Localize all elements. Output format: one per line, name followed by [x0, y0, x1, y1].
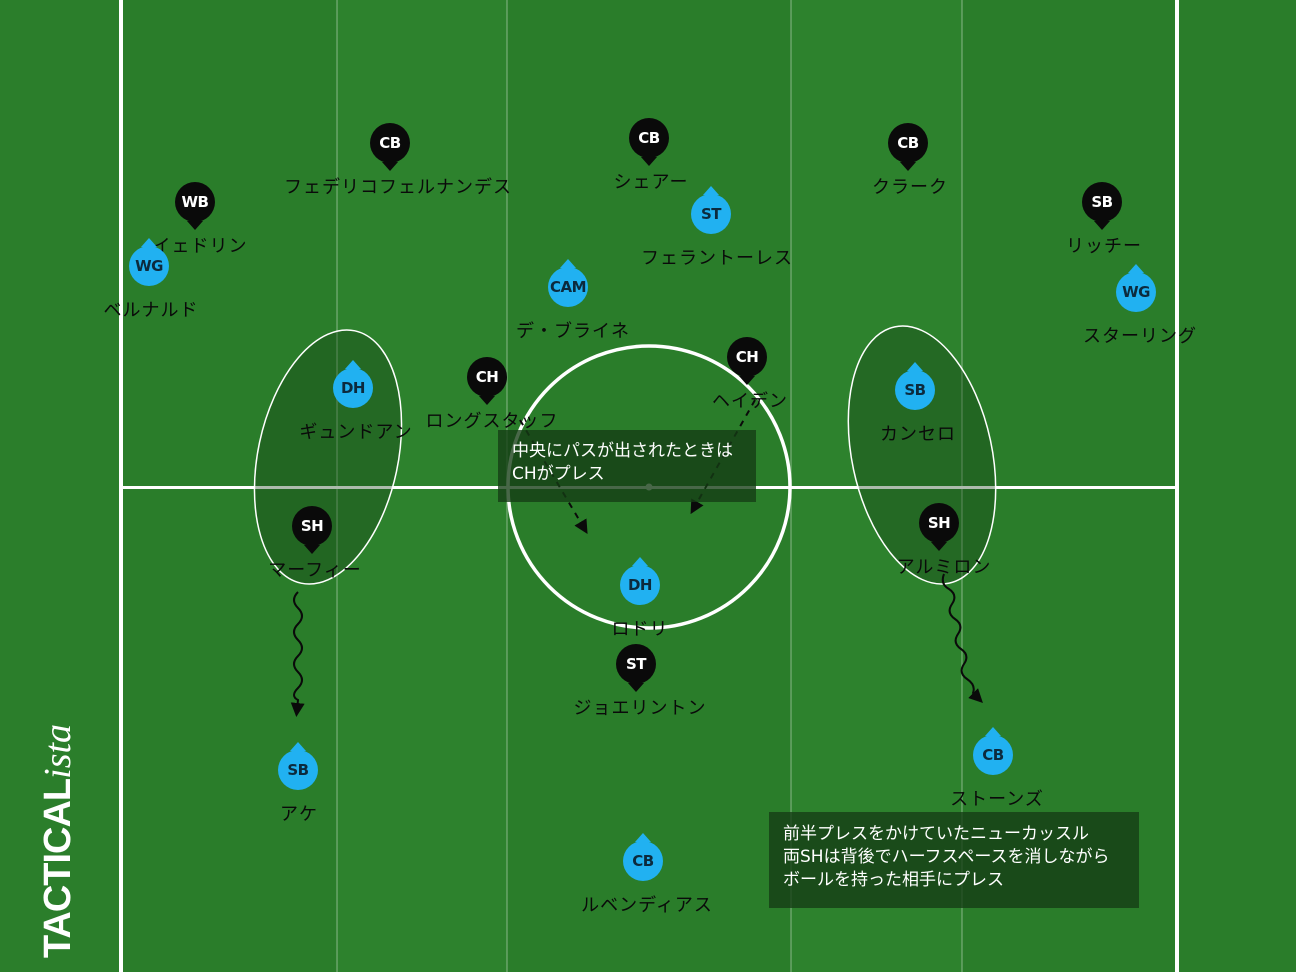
note-line: 中央にパスが出されたときは: [512, 441, 733, 461]
position-badge: CB: [629, 118, 669, 166]
player-name: ベルナルド: [103, 300, 199, 321]
position-badge: CAM: [548, 259, 588, 307]
touchline-right: [1175, 0, 1179, 972]
position-badge: CB: [370, 123, 410, 171]
position-badge: DH: [333, 360, 373, 408]
note-line: CHがプレス: [512, 464, 605, 484]
position-badge: CB: [888, 123, 928, 171]
note-line: 両SHは背後でハーフスペースを消しながら: [783, 847, 1110, 867]
player-name: ロドリ: [611, 619, 669, 640]
player-name: リッチー: [1066, 236, 1142, 257]
position-badge: WB: [175, 182, 215, 230]
position-badge: ST: [616, 644, 656, 692]
player-name: ロングスタッフ: [425, 411, 559, 432]
position-badge: CB: [973, 727, 1013, 775]
player-name: フェラントーレス: [641, 248, 793, 269]
player-name: シェアー: [613, 172, 689, 193]
pitch-stripe: [0, 0, 120, 972]
note-line: ボールを持った相手にプレス: [783, 870, 1004, 890]
position-badge: CB: [623, 833, 663, 881]
brand-part-2: ista: [37, 723, 79, 779]
position-badge: ST: [691, 186, 731, 234]
position-badge: CH: [727, 337, 767, 385]
note-summary: 前半プレスをかけていたニューカッスル 両SHは背後でハーフスペースを消しながら …: [769, 812, 1139, 908]
player-name: ルベンディアス: [581, 895, 713, 916]
player-name: カンセロ: [880, 424, 956, 445]
player-name: スターリング: [1083, 326, 1197, 347]
player-name: クラーク: [872, 177, 948, 198]
note-center-press: 中央にパスが出されたときは CHがプレス: [498, 430, 756, 502]
position-badge: SB: [895, 362, 935, 410]
player-name: アルミロン: [896, 557, 992, 578]
player-name: ヘイデン: [712, 391, 788, 412]
player-name: フェデリコフェルナンデス: [284, 177, 512, 198]
position-badge: SB: [1082, 182, 1122, 230]
player-name: ジョエリントン: [573, 698, 707, 719]
position-badge: CH: [467, 357, 507, 405]
player-name: ギュンドアン: [299, 422, 413, 443]
player-name: デ・ブライネ: [516, 321, 630, 342]
position-badge: SH: [292, 506, 332, 554]
player-name: アケ: [280, 804, 318, 825]
position-badge: SH: [919, 503, 959, 551]
note-line: 前半プレスをかけていたニューカッスル: [783, 824, 1089, 844]
position-badge: WG: [129, 238, 169, 286]
position-badge: WG: [1116, 264, 1156, 312]
brand-part-1: TACTICAL: [37, 778, 79, 958]
position-badge: SB: [278, 742, 318, 790]
position-badge: DH: [620, 557, 660, 605]
player-name: マーフィー: [268, 560, 362, 581]
brand-wordmark: TACTICALista: [36, 724, 80, 958]
player-name: ストーンズ: [950, 789, 1044, 810]
player-name: イェドリン: [152, 236, 248, 257]
